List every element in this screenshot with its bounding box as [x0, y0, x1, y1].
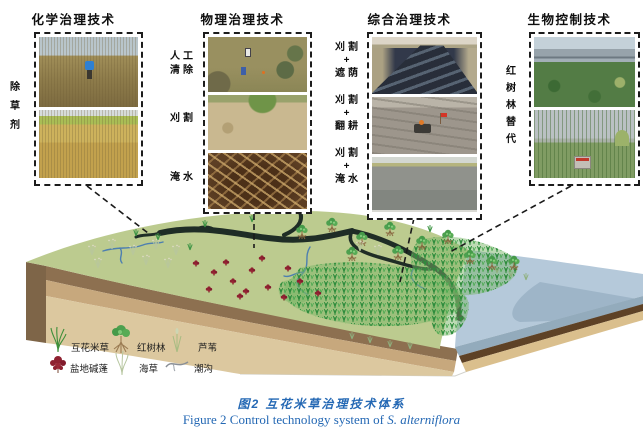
field-texture [39, 110, 138, 178]
photo-box-integrated [367, 32, 482, 220]
legend-label-tidal-creek: 潮沟 [194, 364, 214, 375]
photo-aerial-manual-removal [208, 37, 307, 92]
legend-label-mangrove: 红树林 [137, 343, 166, 354]
red-flag-marker [440, 112, 448, 124]
photo-withered-grass-after-herbicide [39, 110, 138, 178]
legend-label-seagrass: 海草 [139, 364, 159, 375]
signboard [574, 156, 592, 170]
photo-black-film-shading-rows [372, 37, 477, 94]
marker-dot [262, 71, 266, 75]
grass-clump [614, 130, 629, 147]
seagrass-icon [112, 350, 132, 381]
caption-en-text: Figure 2 Control technology system of [182, 412, 388, 427]
tidal-creek-icon [164, 356, 190, 377]
suaeda-icon [49, 352, 67, 379]
group-title-integrated: 综合治理技术 [367, 13, 452, 27]
label-mowing: 刈割 [170, 113, 196, 124]
label-manual-removal: 人工 清除 [170, 51, 196, 76]
soil-profile [26, 262, 458, 376]
photo-mudflat-after-mowing [208, 95, 307, 150]
person-figure [244, 48, 251, 58]
label-mowing-shading: 刈割 + 遮荫 [335, 42, 361, 79]
legend-label-spartina: 互花米草 [71, 343, 110, 354]
label-mowing-tilling: 刈割 + 翻耕 [335, 95, 361, 132]
group-title-physical: 物理治理技术 [200, 13, 285, 27]
photo-mangrove-stand-near-bridge [534, 37, 635, 107]
photo-box-chemical [34, 32, 143, 186]
photo-box-biological [529, 32, 640, 186]
photo-mangrove-seedlings-with-sign [534, 110, 635, 178]
person-figure [84, 60, 94, 79]
spartina-patches [278, 236, 518, 336]
photo-flooded-dead-reeds [208, 153, 307, 209]
mangrove-icon [109, 324, 133, 361]
connector-biological [447, 185, 572, 254]
caption-en-species: S. alterniflora [387, 412, 461, 427]
legend-label-suaeda: 盐地碱蓬 [70, 364, 109, 375]
spartina-icon [48, 326, 68, 357]
black-plastic-film [372, 45, 477, 94]
connector-chemical [86, 185, 149, 234]
legend-label-reed: 芦苇 [198, 343, 218, 354]
label-mowing-flooding: 刈割 + 淹水 [335, 148, 361, 185]
connector-lines [86, 185, 572, 283]
label-flooding: 淹水 [170, 172, 196, 183]
group-title-biological: 生物控制技术 [527, 13, 612, 27]
photo-impounded-pond [372, 157, 477, 212]
label-herbicide: 除 草 剂 [10, 82, 20, 131]
figure-caption-en: Figure 2 Control technology system of S.… [0, 412, 643, 428]
connector-integrated [399, 217, 415, 283]
person-figure [240, 67, 246, 76]
tilling-machine [414, 120, 431, 134]
photo-person-walking-in-treated-marsh [39, 37, 138, 107]
group-title-chemical: 化学治理技术 [31, 13, 116, 27]
photo-tilling-machine-in-mud [372, 97, 477, 154]
photo-box-physical [203, 32, 312, 214]
figure-caption-zh: 图2 互花米草治理技术体系 [237, 397, 406, 411]
label-mangrove-replacement: 红 树 林 替 代 [506, 66, 516, 145]
reed-icon [170, 328, 184, 357]
